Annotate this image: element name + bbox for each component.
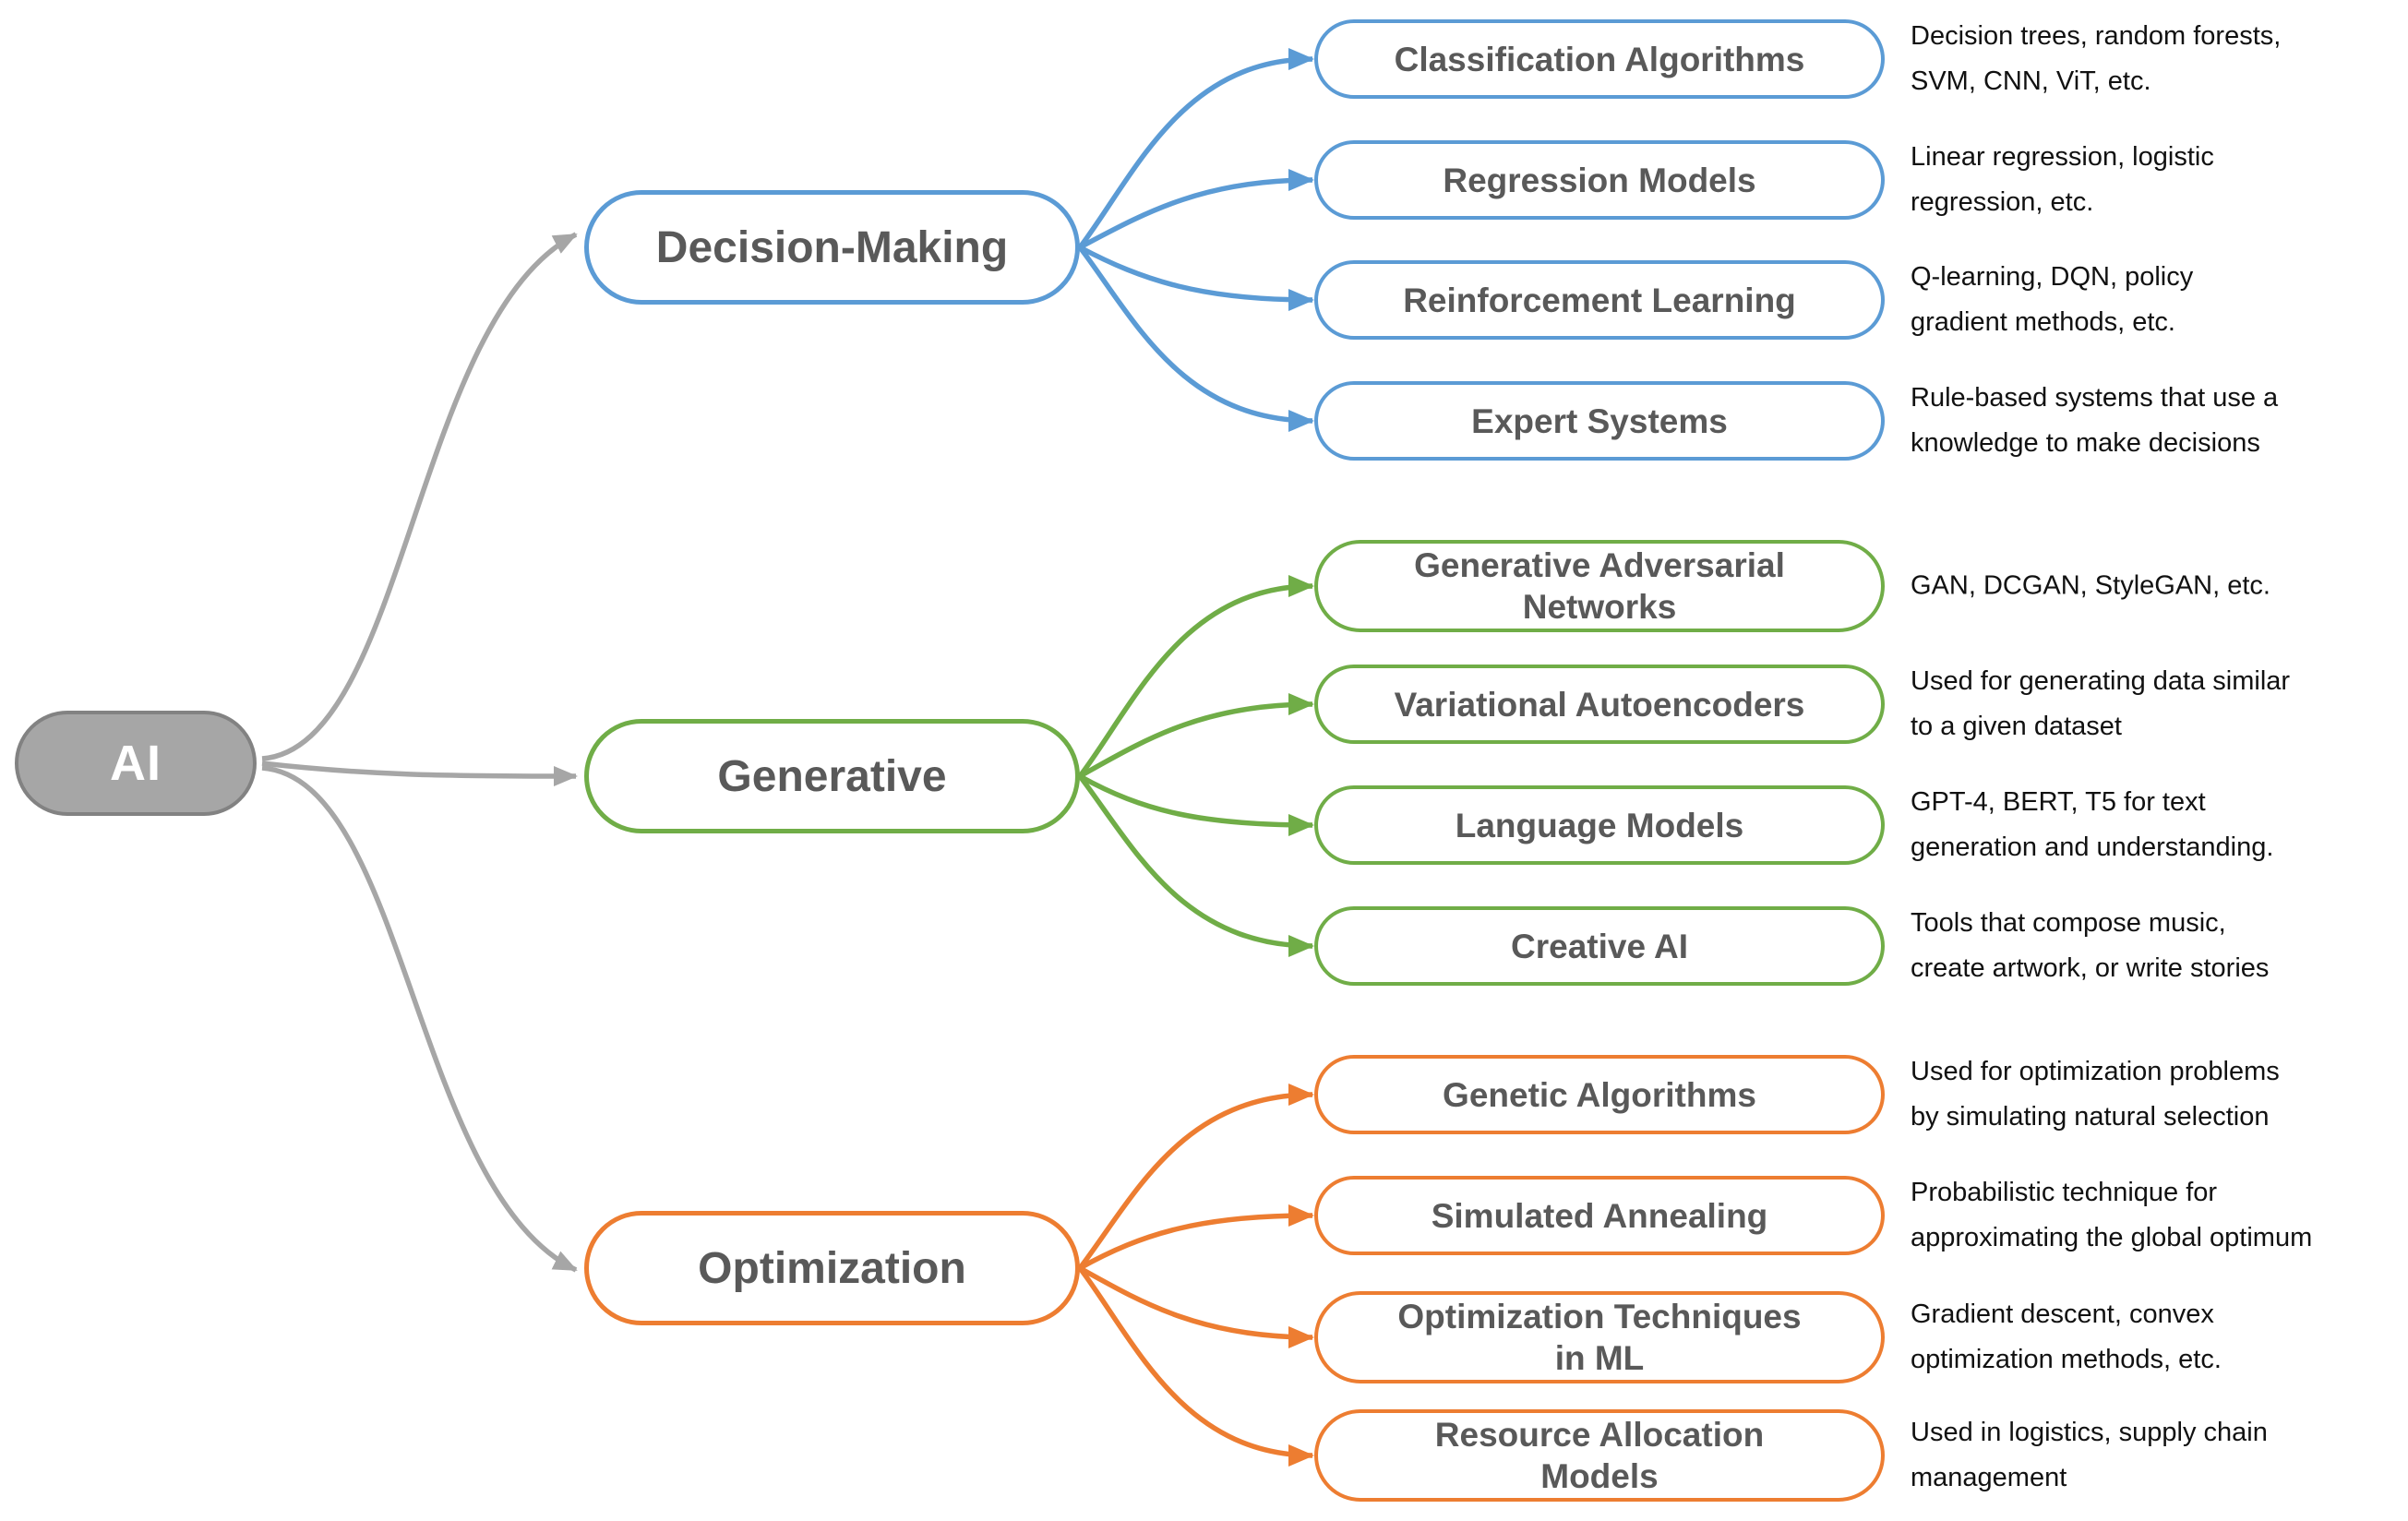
connector-dm-regression xyxy=(1078,169,1314,250)
sub-node-classification-algorithms: Classification Algorithms xyxy=(1314,19,1885,99)
connector-ai-generative xyxy=(261,760,578,786)
connector-opt-annealing xyxy=(1078,1204,1314,1271)
connector-dm-classification xyxy=(1077,48,1314,249)
sub-node-generative-adversarial-networks: Generative Adversarial Networks xyxy=(1314,540,1885,632)
connector-opt-techniques xyxy=(1078,1265,1314,1348)
description-generative-adversarial-networks: GAN, DCGAN, StyleGAN, etc. xyxy=(1911,570,2270,601)
sub-node-regression-models: Regression Models xyxy=(1314,140,1885,220)
root-node-ai: AI xyxy=(15,711,257,816)
connector-dm-reinforcement xyxy=(1078,245,1314,311)
description-language-models: GPT-4, BERT, T5 for text generation and … xyxy=(1911,787,2274,862)
description-creative-ai: Tools that compose music, create artwork… xyxy=(1911,908,2270,983)
connector-opt-resource xyxy=(1077,1266,1314,1467)
connector-gen-language-models xyxy=(1078,773,1314,836)
description-expert-systems: Rule-based systems that use a knowledge … xyxy=(1911,383,2279,458)
connector-gen-vae xyxy=(1078,693,1314,779)
description-genetic-algorithms: Used for optimization problems by simula… xyxy=(1911,1057,2280,1132)
branch-node-generative: Generative xyxy=(584,719,1080,833)
sub-node-resource-allocation-models: Resource Allocation Models xyxy=(1314,1409,1885,1502)
sub-node-expert-systems: Expert Systems xyxy=(1314,381,1885,461)
description-regression-models: Linear regression, logistic regression, … xyxy=(1911,142,2214,217)
branch-node-decision-making: Decision-Making xyxy=(584,190,1080,305)
description-resource-allocation-models: Used in logistics, supply chain manageme… xyxy=(1911,1418,2268,1492)
sub-node-variational-autoencoders: Variational Autoencoders xyxy=(1314,665,1885,744)
connector-ai-optimization xyxy=(261,765,578,1273)
sub-node-genetic-algorithms: Genetic Algorithms xyxy=(1314,1055,1885,1134)
connector-gen-gan xyxy=(1077,575,1314,778)
description-optimization-techniques-in-ml: Gradient descent, convex optimization me… xyxy=(1911,1299,2222,1374)
sub-node-optimization-techniques-in-ml: Optimization Techniques in ML xyxy=(1314,1291,1885,1383)
description-reinforcement-learning: Q-learning, DQN, policy gradient methods… xyxy=(1911,262,2194,337)
branch-node-optimization: Optimization xyxy=(584,1211,1080,1325)
sub-node-language-models: Language Models xyxy=(1314,785,1885,865)
description-variational-autoencoders: Used for generating data similar to a gi… xyxy=(1911,666,2291,741)
connector-opt-genetic xyxy=(1077,1084,1314,1270)
sub-node-creative-ai: Creative AI xyxy=(1314,906,1885,986)
sub-node-simulated-annealing: Simulated Annealing xyxy=(1314,1176,1885,1255)
description-classification-algorithms: Decision trees, random forests, SVM, CNN… xyxy=(1911,21,2282,96)
connector-ai-decision-making xyxy=(261,232,578,761)
connector-dm-expert xyxy=(1077,246,1314,432)
connector-gen-creative-ai xyxy=(1077,774,1314,957)
description-simulated-annealing: Probabilistic technique for approximatin… xyxy=(1911,1178,2313,1252)
sub-node-reinforcement-learning: Reinforcement Learning xyxy=(1314,260,1885,340)
